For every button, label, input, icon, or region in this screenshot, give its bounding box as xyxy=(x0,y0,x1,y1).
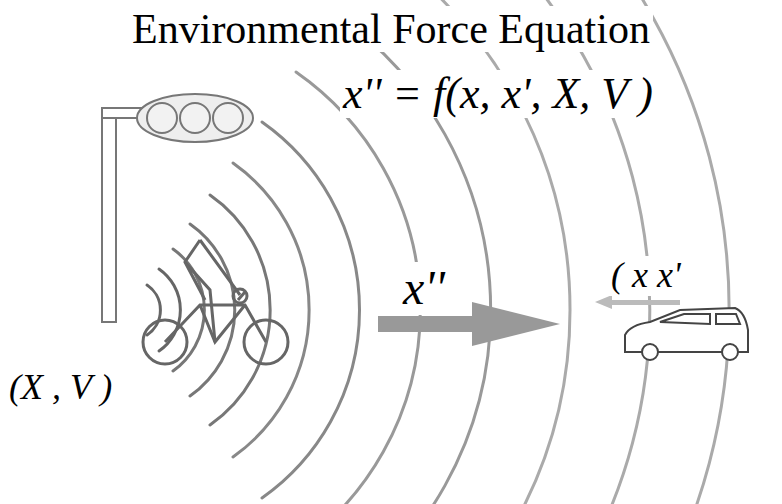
traffic-light xyxy=(102,94,253,322)
title: Environmental Force Equation xyxy=(129,6,653,52)
acceleration-label: x'' xyxy=(400,262,448,315)
equation-label: x'' = f(x, x', X, V ) xyxy=(340,70,656,118)
bicycle-rider xyxy=(143,240,288,364)
car-state-label: ( x x' xyxy=(608,256,684,296)
car-arrow-head xyxy=(595,295,612,309)
car-arrow-shaft xyxy=(610,300,680,305)
source-state-label: (X , V ) xyxy=(6,368,115,408)
car xyxy=(625,308,748,360)
sound-waves xyxy=(147,0,729,504)
